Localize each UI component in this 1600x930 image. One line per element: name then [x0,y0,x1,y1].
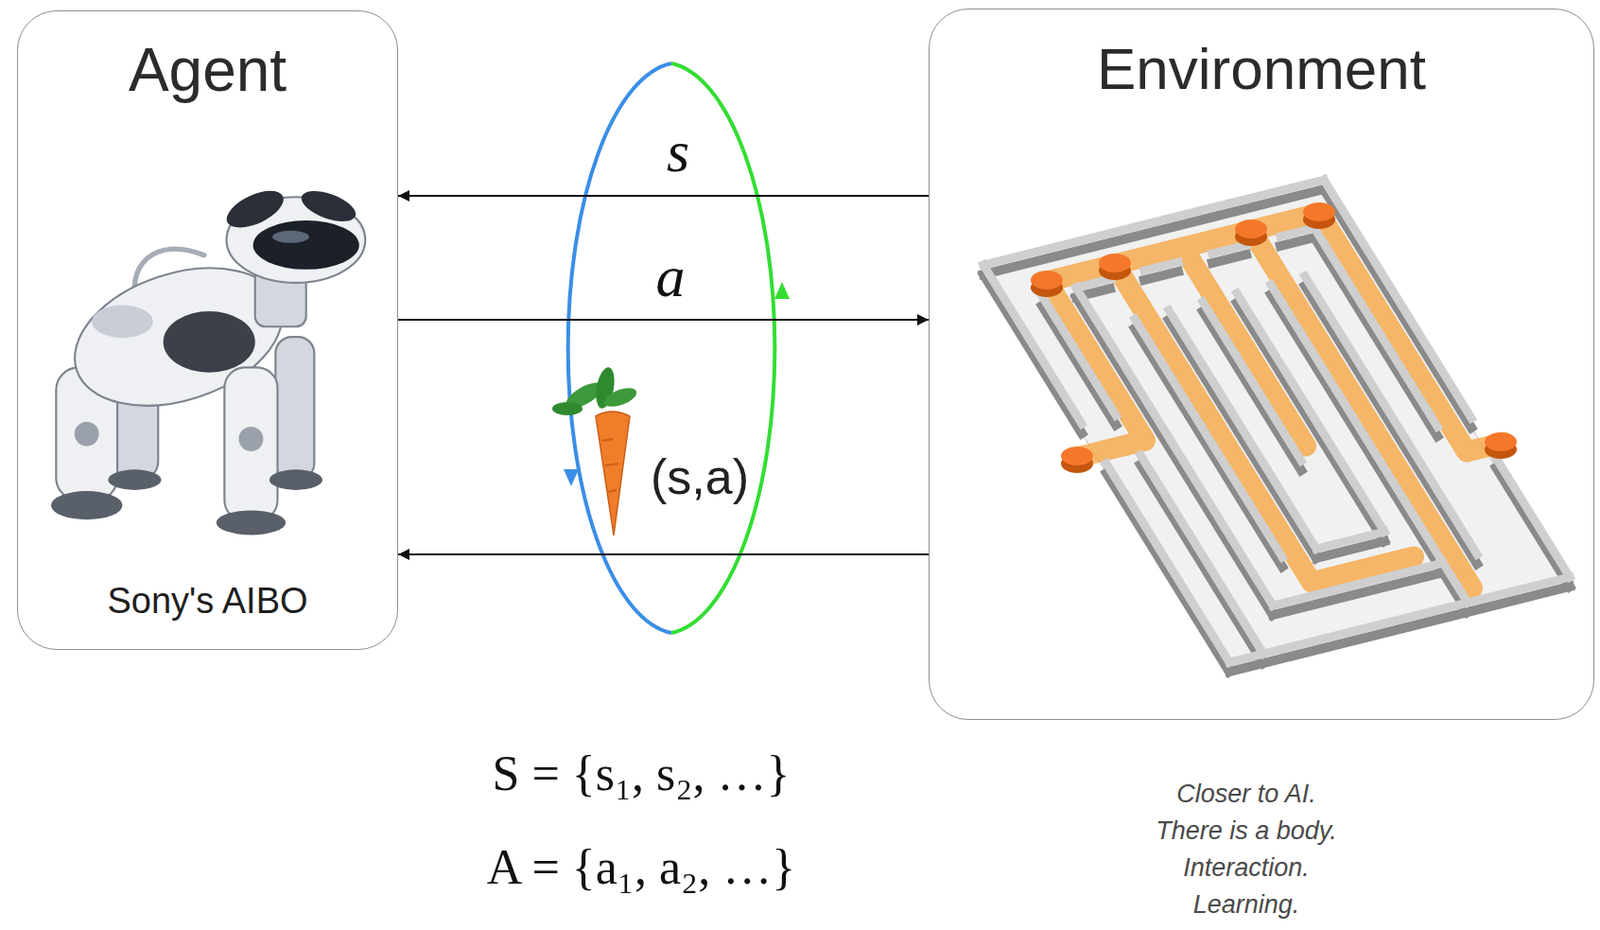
environment-box: Environment [928,8,1595,720]
edge-label: (s,a) [647,449,752,506]
side-note: Closer to AI. There is a body. Interacti… [1149,775,1344,923]
reward-arrow [398,553,929,556]
box-title: Agent [128,34,287,107]
action-arrow [398,318,929,321]
agent-box: AgentSony's AIBO [17,10,399,650]
action-set: A = {a₁, a₂, …} [486,837,796,897]
state-set: S = {s₁, s₂, …} [492,744,791,803]
maze-illustration [974,179,1578,672]
box-caption: Sony's AIBO [106,579,308,624]
state-arrow [398,194,929,197]
robot-dog-illustration [51,183,366,536]
edge-label: s [666,119,690,184]
box-title: Environment [1096,34,1427,105]
carrot-icon [552,365,640,536]
edge-label: a [656,243,686,309]
interaction-cycle [563,63,790,633]
